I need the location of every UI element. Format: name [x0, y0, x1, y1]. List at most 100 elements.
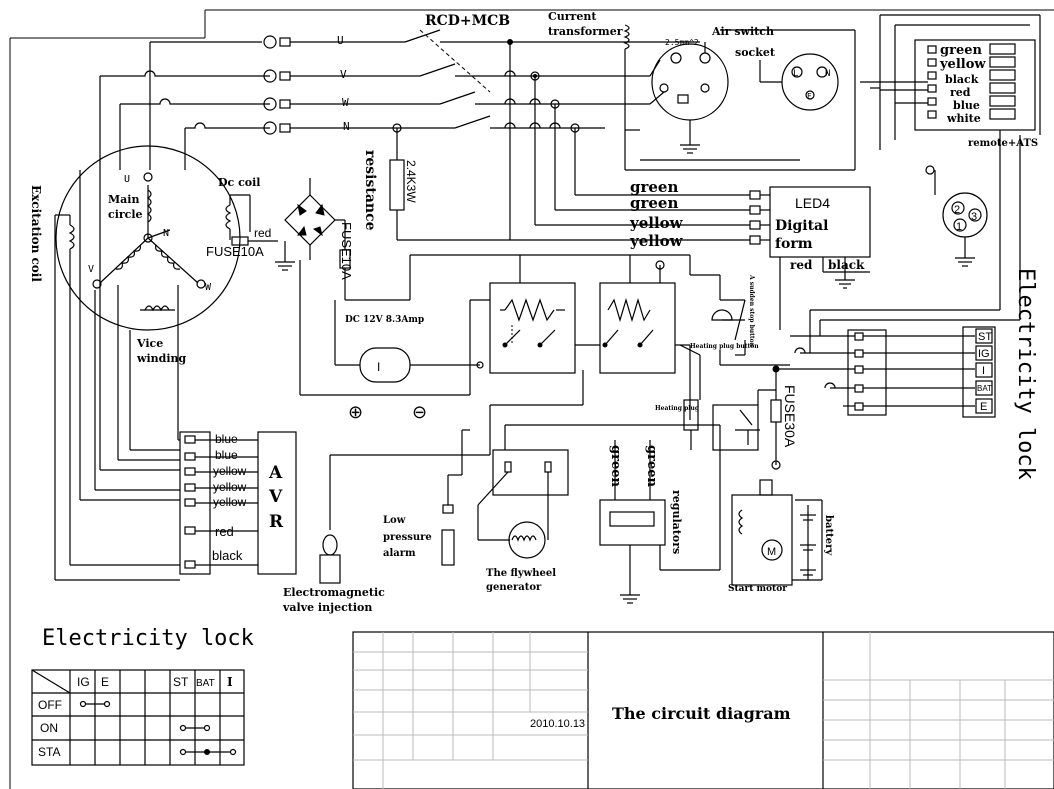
pin-1-label: 1 — [956, 221, 962, 233]
remote-wire-label-1: green — [940, 43, 982, 58]
generator-stator — [54, 145, 241, 581]
dc-supply-label: DC 12V 8.3Amp — [345, 315, 424, 325]
avr-label-v: V — [268, 487, 283, 507]
avr-wire-label-6: red — [215, 524, 234, 539]
start-motor-label: Start motor — [728, 584, 787, 594]
regulator-wire-green-2: green — [644, 445, 659, 487]
remote-wire-label-6: white — [946, 112, 981, 125]
flywheel-label-1: The flywheel — [486, 568, 556, 579]
heating-plug-button-label: Heating plug button — [690, 343, 759, 350]
red-label: red — [254, 226, 271, 240]
air-switch-socket-symbol — [625, 41, 729, 154]
lock-table-title: Electricity lock — [42, 626, 254, 651]
socket-label: socket — [735, 46, 776, 59]
valve-label-2: valve injection — [282, 601, 372, 614]
avr-block — [179, 431, 297, 575]
phase-u-label: U — [337, 34, 344, 47]
led-black-label: black — [828, 258, 865, 272]
relay-2 — [599, 255, 691, 420]
pin-3-label: 3 — [971, 211, 977, 223]
drawing-title: The circuit diagram — [612, 704, 791, 723]
minus-terminal: ⊖ — [412, 402, 427, 422]
led-wire-label-2: green — [630, 194, 678, 212]
led-red-label: red — [790, 258, 813, 272]
phase-v-label: V — [340, 68, 347, 81]
low-pressure-label-2: pressure — [383, 532, 432, 543]
main-circle-label-2: circle — [108, 208, 143, 221]
relay-1 — [489, 255, 600, 374]
led-display-label-3: form — [775, 236, 813, 252]
phase-buses — [99, 29, 650, 170]
battery-starter — [712, 369, 823, 586]
fuse-30a-label: FUSE30A — [782, 385, 798, 448]
led-wire-label-4: yellow — [629, 232, 684, 250]
dc-coil-label: Dc coil — [218, 176, 260, 189]
lock-table-header-bat: BAT — [196, 678, 215, 689]
wye-n-label: N — [163, 228, 169, 239]
lock-table — [31, 669, 245, 766]
drawing-date: 2010.10.13 — [530, 718, 585, 730]
resistance-branch — [389, 123, 750, 241]
low-pressure-label-1: Low — [383, 515, 406, 526]
bus-taps — [504, 39, 580, 240]
lock-table-header-ig: IG — [77, 675, 90, 689]
pin-2-label: 2 — [954, 204, 960, 216]
wye-v-label: V — [88, 264, 94, 275]
lock-table-row-off: OFF — [38, 698, 62, 712]
wye-w-label: W — [205, 282, 212, 293]
current-transformer-symbol — [623, 24, 640, 131]
led-wire-label-1: green — [630, 178, 678, 196]
lock-terminal-e: E — [980, 401, 987, 413]
led-display-label-2: Digital — [775, 218, 828, 234]
vice-winding-label: Vice — [136, 337, 163, 350]
remote-wire-label-3: black — [945, 73, 979, 86]
phase-n-label: N — [343, 120, 350, 133]
phase-w-label: W — [342, 96, 349, 109]
remote-wire-label-5: blue — [953, 99, 980, 112]
vice-winding-label-2: winding — [136, 352, 187, 365]
lock-terminal-ig: IG — [978, 348, 990, 360]
led-display-label-1: LED4 — [795, 195, 830, 211]
lock-terminal-st: ST — [978, 331, 992, 343]
led-wire-label-3: yellow — [629, 214, 684, 232]
drawing-border — [9, 9, 1054, 789]
stop-button-label: A sudden stop button — [748, 274, 755, 348]
valve-alarm — [319, 370, 584, 584]
outlet-socket-symbol — [624, 29, 856, 171]
valve-label-1: Electromagnetic — [283, 586, 385, 599]
air-switch-label: Air switch — [711, 25, 774, 38]
lock-table-connections — [79, 700, 237, 756]
heating-plug-label: Heating plug — [655, 405, 700, 412]
battery-label: battery — [823, 515, 834, 556]
avr-wire-label-2: blue — [215, 448, 238, 462]
socket-e-label: E — [807, 92, 812, 101]
remote-wire-label-4: red — [950, 86, 971, 99]
lock-terminal-i: I — [982, 365, 985, 377]
avr-wire-label-1: blue — [215, 432, 238, 446]
avr-label-r: R — [269, 512, 284, 532]
excitation-coil-label: Excitation coil — [29, 185, 43, 282]
main-circle-label: Main — [108, 193, 139, 206]
regulators-label: regulators — [670, 490, 683, 554]
lock-table-header-i: I — [227, 675, 233, 689]
dc-coil-bridge — [225, 178, 721, 301]
rcd-label: RCD+MCB — [425, 13, 510, 29]
motor-m-label: M — [767, 546, 776, 558]
socket-l-label: L — [793, 69, 798, 79]
stop-button-symbol — [711, 299, 746, 356]
lock-table-row-sta: STA — [38, 745, 60, 759]
fuse-10a-label-2: FUSE10A — [339, 222, 354, 280]
generator-to-avr — [69, 170, 180, 566]
led-wires — [535, 190, 770, 245]
regulator-wire-green-1: green — [608, 445, 623, 487]
current-transformer-label-2: transformer — [548, 25, 623, 38]
remote-wire-label-2: yellow — [939, 57, 986, 72]
wye-u-label: U — [124, 174, 130, 185]
avr-wire-label-3: yellow — [213, 464, 247, 478]
remote-ats-block — [860, 14, 1041, 150]
current-transformer-label: Current — [548, 10, 597, 23]
electricity-lock-vertical-label: Electricity lock — [1013, 268, 1038, 480]
regulator-flywheel — [477, 424, 721, 604]
heating-plug — [679, 344, 790, 450]
